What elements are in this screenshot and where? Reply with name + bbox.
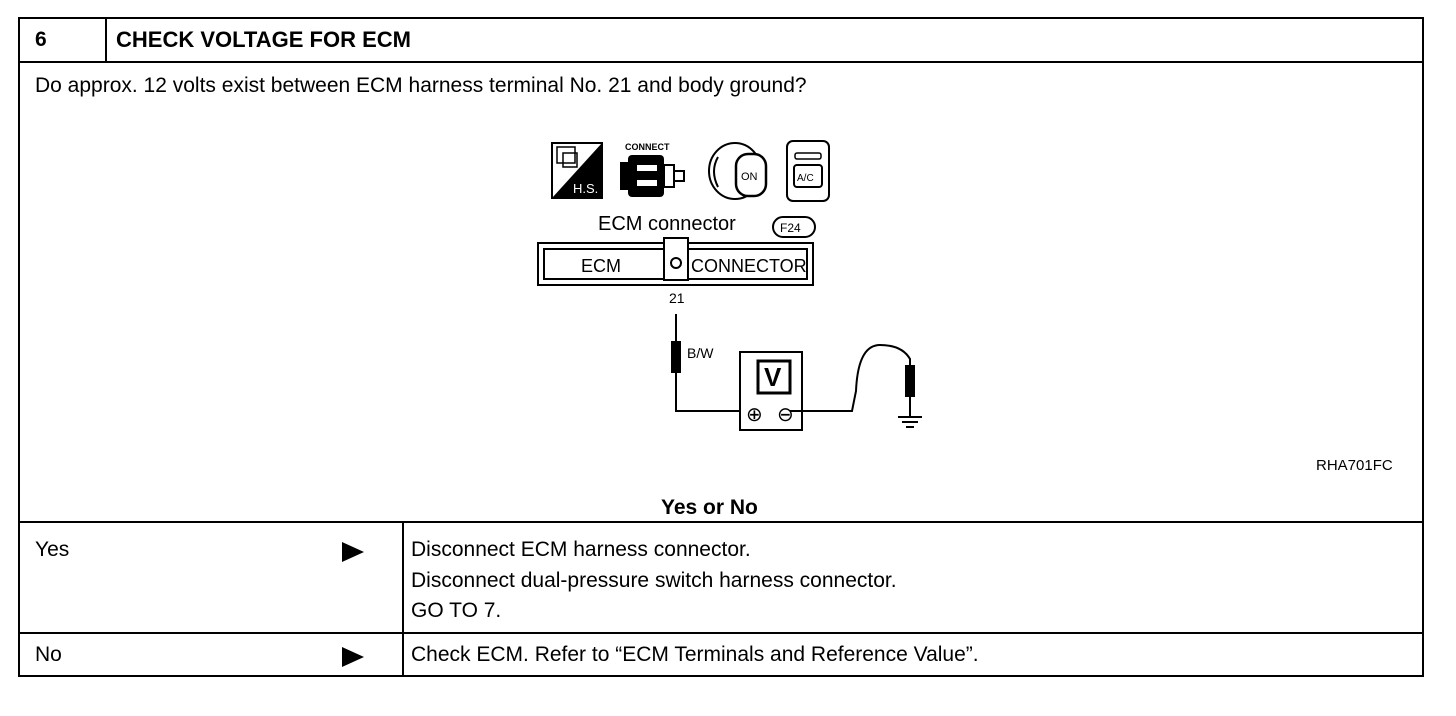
ecm-connector: ECM CONNECTOR [537,237,814,286]
header-bottom-rule [20,61,1422,63]
result-action-line: GO TO 7. [411,599,502,622]
result-answer: Yes [35,538,70,561]
results-top-rule [20,521,1422,523]
terminal-number: 21 [669,290,685,306]
on-label: ON [741,171,758,183]
result-action-line: Check ECM. Refer to “ECM Terminals and R… [411,643,979,666]
header-divider [105,19,107,61]
meter-minus: ⊖ [777,404,794,426]
diagnostic-step-table: 6 CHECK VOLTAGE FOR ECM Do approx. 12 vo… [18,17,1424,677]
arrow-right-icon [342,647,364,667]
ignition-on-icon: ON [708,142,768,200]
ac-switch-icon: A/C [786,140,830,202]
results-row-rule [20,632,1422,634]
arrow-right-icon [342,542,364,562]
connect-icon: CONNECT [620,142,685,197]
meter-label: V [764,362,782,392]
connector-caption: ECM connector [598,213,736,235]
step-question: Do approx. 12 volts exist between ECM ha… [35,74,807,97]
connector-code-badge [772,216,816,238]
result-action-line: Disconnect dual-pressure switch harness … [411,569,897,592]
figure-code: RHA701FC [1316,457,1393,474]
hs-label: H.S. [573,181,598,196]
wiring-diagram: H.S. CONNECT ON A/C ECM connector [537,140,1393,474]
result-answer: No [35,643,62,666]
step-number: 6 [35,28,47,51]
result-action-line: Disconnect ECM harness connector. [411,538,751,561]
voltmeter: V ⊕ ⊖ [739,351,803,431]
connector-left-label: ECM [581,256,621,276]
harness-side-icon: H.S. [551,142,603,199]
connector-code: F24 [780,221,801,235]
connector-right-label: CONNECTOR [691,256,807,276]
test-lead-positive [671,314,768,412]
body-ground-icon [898,416,922,428]
connect-label: CONNECT [625,142,670,152]
ac-label: A/C [797,173,814,184]
wire-color: B/W [687,345,714,361]
test-lead-negative [790,343,915,417]
result-heading: Yes or No [661,496,758,519]
results-divider [402,521,404,675]
step-title: CHECK VOLTAGE FOR ECM [116,27,411,52]
meter-plus: ⊕ [746,404,763,426]
